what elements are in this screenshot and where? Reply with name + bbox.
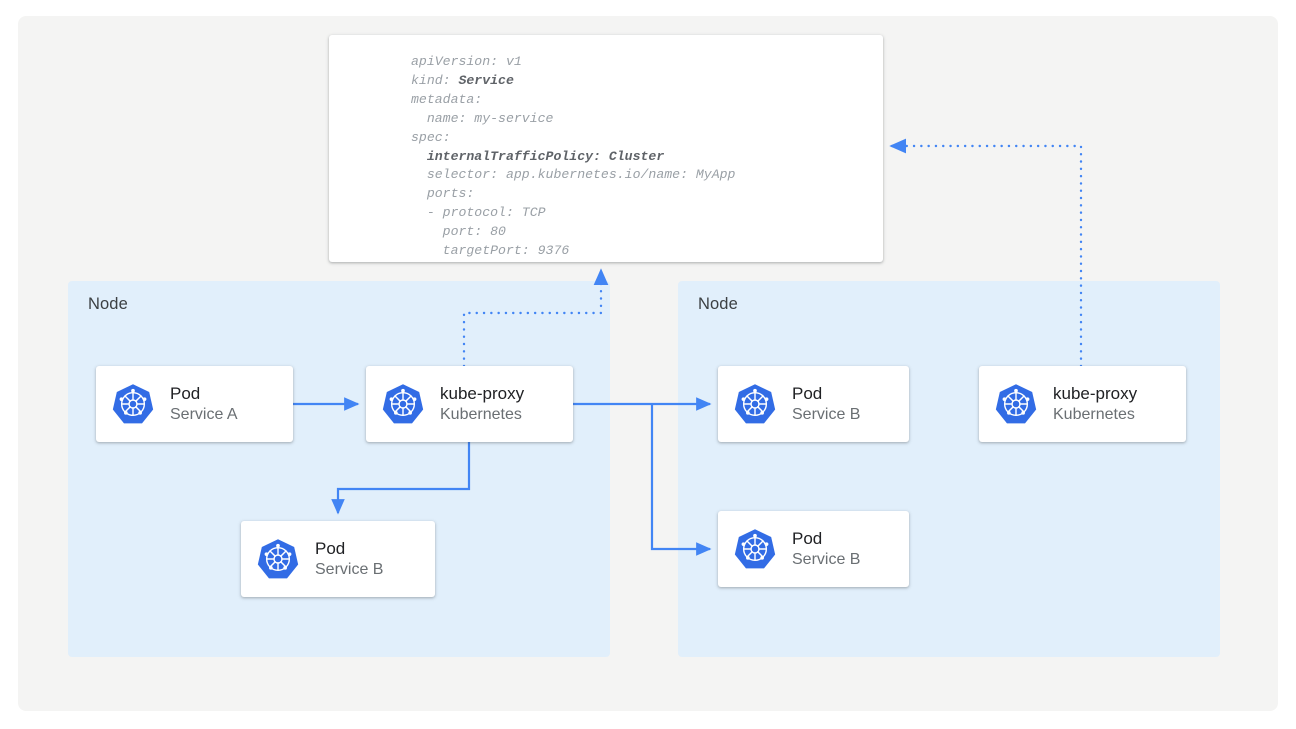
service-yaml-code: apiVersion: v1 kind: Service metadata: n… — [329, 35, 883, 261]
yaml-line-kind-value: Service — [458, 72, 514, 88]
card-text: kube-proxy Kubernetes — [1053, 384, 1137, 425]
node-label-left: Node — [88, 295, 128, 313]
yaml-line-kind-key: kind: — [411, 72, 459, 88]
node-group-right: Node — [678, 281, 1220, 657]
card-pod-service-b-remote-1[interactable]: Pod Service B — [718, 366, 909, 442]
node-group-left: Node — [68, 281, 610, 657]
yaml-line-metadata: metadata: — [411, 91, 483, 107]
card-text: Pod Service B — [792, 529, 860, 570]
yaml-line-port: port: 80 — [411, 224, 506, 240]
kubernetes-icon — [257, 539, 299, 579]
node-label-right: Node — [698, 295, 738, 313]
kubernetes-icon — [734, 529, 776, 569]
card-subtitle: Service B — [315, 560, 384, 578]
kubernetes-icon — [382, 384, 424, 424]
yaml-line-spec: spec: — [411, 129, 451, 145]
card-subtitle: Kubernetes — [1053, 405, 1135, 423]
card-title: Pod — [170, 383, 201, 403]
card-pod-service-b-remote-2[interactable]: Pod Service B — [718, 511, 909, 587]
yaml-line-protocol: - protocol: TCP — [411, 205, 546, 221]
yaml-line-internal-traffic-policy: internalTrafficPolicy: Cluster — [411, 148, 665, 164]
kubernetes-icon — [995, 384, 1037, 424]
yaml-line-selector: selector: app.kubernetes.io/name: MyApp — [411, 167, 736, 183]
kubernetes-icon — [112, 384, 154, 424]
card-subtitle: Service B — [792, 405, 861, 423]
card-title: Pod — [792, 383, 823, 403]
yaml-line-name: name: my-service — [411, 110, 554, 126]
card-pod-service-a[interactable]: Pod Service A — [96, 366, 293, 442]
card-pod-service-b-local[interactable]: Pod Service B — [241, 521, 435, 597]
yaml-line-targetport: targetPort: 9376 — [411, 243, 570, 259]
yaml-line-apiversion: apiVersion: v1 — [411, 54, 522, 69]
yaml-line-ports: ports: — [411, 186, 475, 202]
card-kube-proxy-left[interactable]: kube-proxy Kubernetes — [366, 366, 573, 442]
card-title: kube-proxy — [1053, 383, 1138, 403]
card-kube-proxy-right[interactable]: kube-proxy Kubernetes — [979, 366, 1186, 442]
kubernetes-icon — [734, 384, 776, 424]
card-subtitle: Service B — [792, 550, 861, 568]
card-title: kube-proxy — [440, 383, 525, 403]
card-title: Pod — [792, 528, 823, 548]
card-text: Pod Service A — [170, 384, 238, 425]
card-text: Pod Service B — [792, 384, 860, 425]
card-title: Pod — [315, 538, 346, 558]
card-subtitle: Service A — [170, 405, 238, 423]
service-definition-card: apiVersion: v1 kind: Service metadata: n… — [329, 35, 883, 262]
card-text: Pod Service B — [315, 539, 383, 580]
card-text: kube-proxy Kubernetes — [440, 384, 524, 425]
card-subtitle: Kubernetes — [440, 405, 522, 423]
